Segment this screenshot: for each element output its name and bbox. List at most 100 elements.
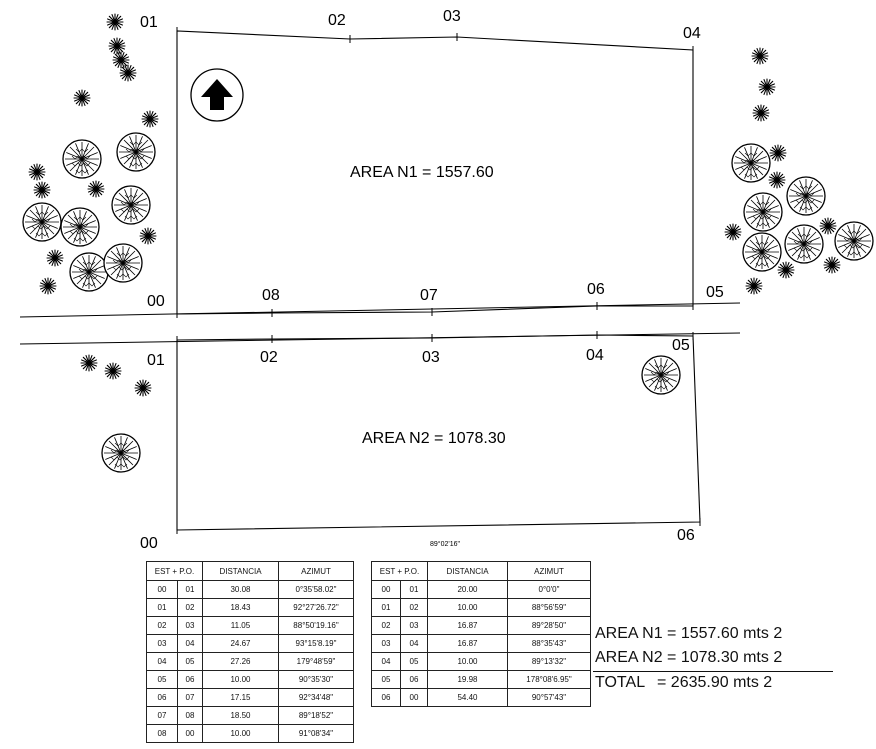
po-cell: 06 [400, 670, 428, 689]
po-cell: 02 [400, 598, 428, 617]
road-edge-upper [19, 302, 741, 318]
po-cell: 03 [400, 616, 428, 635]
azimuth-cell: 92°34'48" [278, 688, 354, 707]
azimut-header: AZIMUT [507, 561, 591, 581]
distance-cell: 18.43 [202, 598, 279, 617]
distance-cell: 30.08 [202, 580, 279, 599]
po-cell: 04 [400, 634, 428, 653]
distance-cell: 27.26 [202, 652, 279, 671]
distance-cell: 10.00 [202, 724, 279, 743]
azimuth-cell: 89°18'52" [278, 706, 354, 725]
azimuth-cell: 91°08'34" [278, 724, 354, 743]
lot1-point-01: 01 [140, 14, 158, 31]
distance-cell: 24.67 [202, 634, 279, 653]
po-cell: 01 [400, 580, 428, 599]
distance-cell: 18.50 [202, 706, 279, 725]
po-cell: 00 [177, 724, 203, 743]
azimuth-cell: 88°50'19.16" [278, 616, 354, 635]
po-cell: 05 [177, 652, 203, 671]
est-cell: 07 [146, 706, 178, 725]
distance-cell: 10.00 [427, 652, 508, 671]
lot1-point-02: 02 [328, 12, 346, 29]
summary-total: TOTAL= 2635.90 mts 2 [595, 674, 772, 692]
lot1-boundary [176, 30, 694, 315]
lot2-boundary [176, 334, 701, 531]
lot1-point-07: 07 [420, 287, 438, 304]
distance-cell: 20.00 [427, 580, 508, 599]
est-cell: 06 [146, 688, 178, 707]
lot2-point-02: 02 [260, 349, 278, 366]
azimuth-cell: 88°56'59" [507, 598, 591, 617]
lot2-point-00: 00 [140, 535, 158, 552]
north-arrow-icon [190, 68, 244, 122]
vertex-ticks [176, 27, 701, 534]
est-cell: 02 [371, 616, 401, 635]
lot2-point-03: 03 [422, 349, 440, 366]
lot1-point-06: 06 [587, 281, 605, 298]
lot1-point-04: 04 [683, 25, 701, 42]
azimuth-cell: 92°27'26.72" [278, 598, 354, 617]
distance-cell: 10.00 [427, 598, 508, 617]
azimuth-cell: 89°13'32" [507, 652, 591, 671]
summary-divider [593, 671, 833, 672]
azimuth-cell: 89°28'50" [507, 616, 591, 635]
lot2-point-01: 01 [147, 352, 165, 369]
po-cell: 06 [177, 670, 203, 689]
lot2-point-06: 06 [677, 527, 695, 544]
est-cell: 03 [371, 634, 401, 653]
po-cell: 02 [177, 598, 203, 617]
est-cell: 00 [146, 580, 178, 599]
azimuth-cell: 0°0'0" [507, 580, 591, 599]
po-cell: 05 [400, 652, 428, 671]
distance-cell: 19.98 [427, 670, 508, 689]
lot2-bottom-azimuth: 89°02'16" [430, 540, 460, 548]
est-cell: 00 [371, 580, 401, 599]
summary-area-n2: AREA N2 = 1078.30 mts 2 [595, 649, 783, 666]
azimuth-cell: 178°08'6.95" [507, 670, 591, 689]
table-header-row: EST + P.O. DISTANCIA AZIMUT [146, 561, 354, 581]
lot2-point-05: 05 [672, 337, 690, 354]
azimuth-cell: 93°15'8.19" [278, 634, 354, 653]
distancia-header: DISTANCIA [202, 561, 279, 581]
lot1-area-label: AREA N1 = 1557.60 [350, 164, 494, 181]
distance-cell: 16.87 [427, 634, 508, 653]
total-value: = 2635.90 mts 2 [657, 674, 773, 691]
distancia-header: DISTANCIA [427, 561, 508, 581]
po-cell: 08 [177, 706, 203, 725]
est-cell: 03 [146, 634, 178, 653]
distance-cell: 10.00 [202, 670, 279, 689]
lot1-point-03: 03 [443, 8, 461, 25]
lot1-point-08: 08 [262, 287, 280, 304]
est-cell: 01 [146, 598, 178, 617]
azimuth-cell: 88°35'43" [507, 634, 591, 653]
distance-cell: 17.15 [202, 688, 279, 707]
est-po-header: EST + P.O. [146, 561, 203, 581]
summary-area-n1: AREA N1 = 1557.60 mts 2 [595, 625, 783, 642]
est-cell: 06 [371, 688, 401, 707]
lot2-point-04: 04 [586, 347, 604, 364]
azimuth-cell: 90°57'43" [507, 688, 591, 707]
est-cell: 05 [146, 670, 178, 689]
est-cell: 01 [371, 598, 401, 617]
est-cell: 04 [146, 652, 178, 671]
po-cell: 01 [177, 580, 203, 599]
po-cell: 03 [177, 616, 203, 635]
azimuth-cell: 0°35'58.02" [278, 580, 354, 599]
